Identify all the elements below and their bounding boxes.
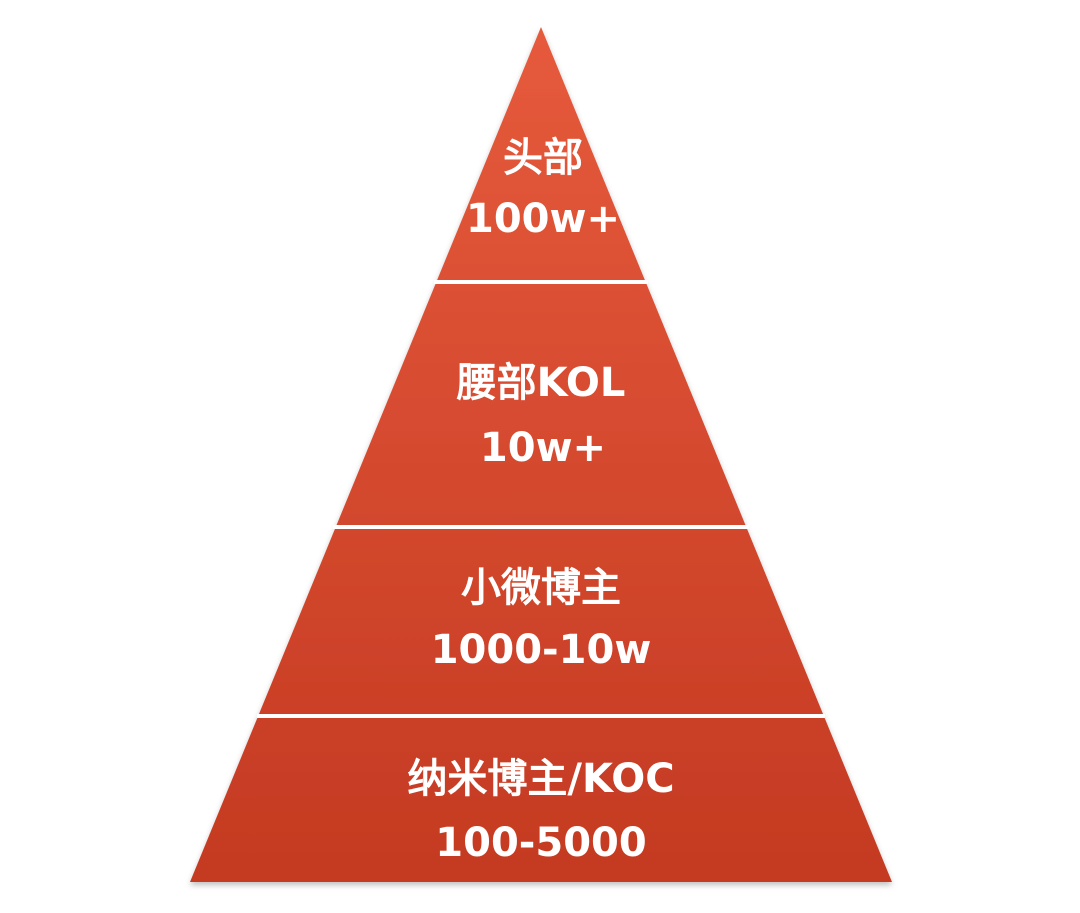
tier-range: 10w+ [480, 425, 606, 471]
tier-range: 1000-10w [431, 627, 652, 673]
tier-name: 头部 [503, 135, 583, 181]
tier-top: 头部 100w+ [466, 135, 620, 242]
tier-range: 100-5000 [435, 820, 646, 866]
tier-nano: 纳米博主/KOC 100-5000 [407, 756, 674, 866]
tier-name: 纳米博主/KOC [407, 756, 674, 802]
tier-waist: 腰部KOL 10w+ [456, 360, 626, 471]
tier-range: 100w+ [466, 196, 620, 242]
tier-micro: 小微博主 1000-10w [431, 565, 652, 673]
tier-name: 腰部KOL [456, 360, 626, 406]
pyramid-shape [190, 27, 892, 882]
tier-name: 小微博主 [461, 565, 621, 611]
